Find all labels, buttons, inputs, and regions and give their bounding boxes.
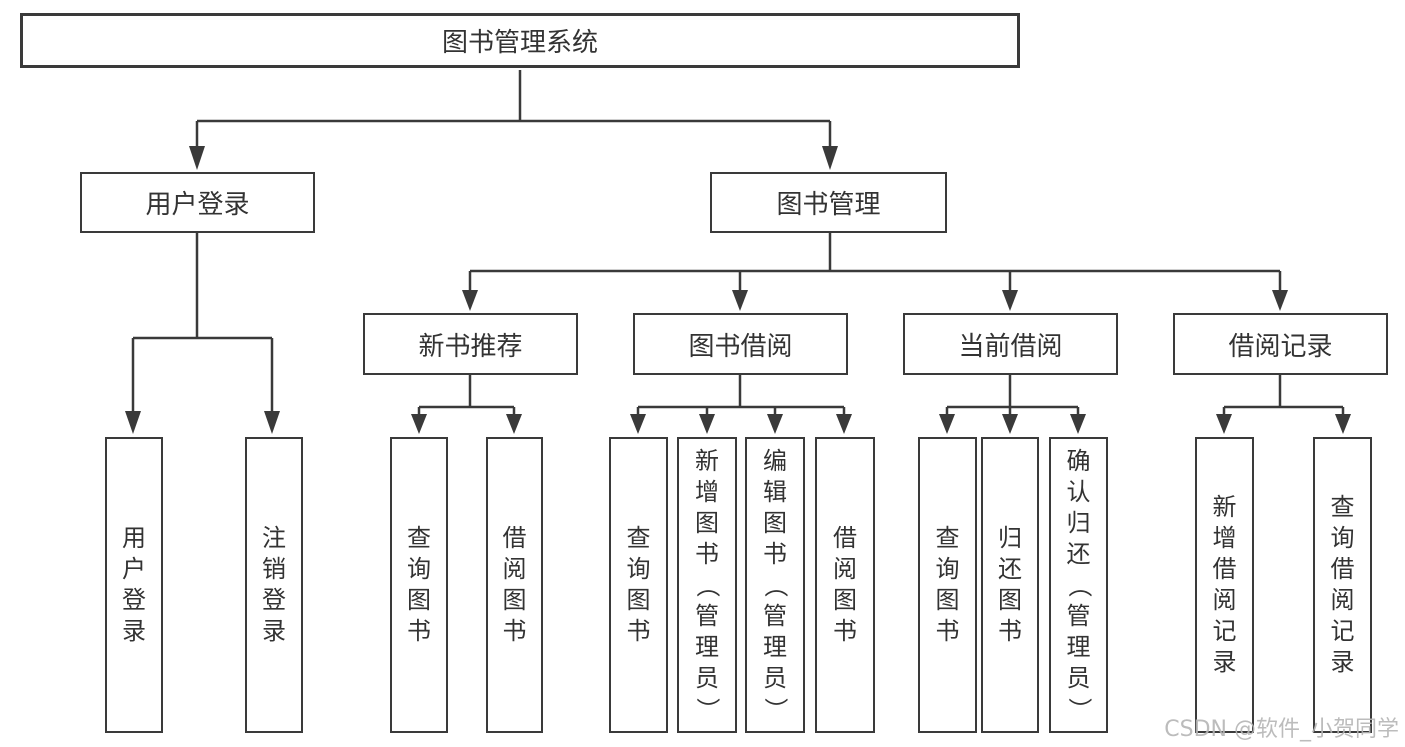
leaf-query-borrow-record-label: 查询借阅记录 [1330,493,1355,676]
node-current-borrow: 当前借阅 [903,313,1118,375]
leaf-confirm-return-admin: 确认归还（管理员） [1049,437,1108,733]
node-root-label: 图书管理系统 [441,28,598,58]
node-book-management: 图书管理 [710,172,947,233]
node-book-borrow: 图书借阅 [633,313,848,375]
node-new-book-recommend-label: 新书推荐 [418,331,523,362]
leaf-edit-book-admin: 编辑图书（管理员） [745,437,805,733]
leaf-add-book-admin: 新增图书（管理员） [677,437,737,733]
csdn-watermark: CSDN @软件_小贺同学 [1164,717,1399,742]
leaf-edit-book-admin-label: 编辑图书（管理员） [761,446,790,722]
leaf-query-book-recommend-label: 查询图书 [407,524,431,645]
leaf-query-book-borrow: 查询图书 [609,437,668,733]
leaf-add-borrow-record-label: 新增借阅记录 [1212,493,1237,676]
leaf-query-borrow-record: 查询借阅记录 [1313,437,1372,733]
node-current-borrow-label: 当前借阅 [958,331,1063,362]
leaf-query-book-borrow-label: 查询图书 [626,524,651,645]
leaf-logout: 注销登录 [245,437,303,733]
leaf-return-book: 归还图书 [981,437,1039,733]
leaf-query-book-current: 查询图书 [918,437,977,733]
leaf-confirm-return-admin-label: 确认归还（管理员） [1065,446,1093,722]
node-new-book-recommend: 新书推荐 [363,313,578,375]
node-borrow-record: 借阅记录 [1173,313,1388,375]
leaf-user-login: 用户登录 [105,437,163,733]
node-user-login: 用户登录 [80,172,315,233]
leaf-add-book-admin-label: 新增图书（管理员） [693,446,722,722]
leaf-return-book-label: 归还图书 [998,524,1022,645]
node-book-borrow-label: 图书借阅 [688,331,793,362]
leaf-query-book-current-label: 查询图书 [935,524,960,645]
leaf-query-book-recommend: 查询图书 [390,437,448,733]
leaf-add-borrow-record: 新增借阅记录 [1195,437,1254,733]
node-root: 图书管理系统 [20,13,1020,68]
node-book-management-label: 图书管理 [776,190,881,220]
node-borrow-record-label: 借阅记录 [1228,331,1333,362]
leaf-logout-label: 注销登录 [262,524,286,645]
leaf-borrow-book-label: 借阅图书 [833,524,857,645]
leaf-borrow-book: 借阅图书 [815,437,875,733]
node-user-login-label: 用户登录 [145,190,250,220]
leaf-borrow-book-recommend: 借阅图书 [486,437,543,733]
leaf-borrow-book-recommend-label: 借阅图书 [502,524,527,645]
leaf-user-login-label: 用户登录 [122,524,146,645]
